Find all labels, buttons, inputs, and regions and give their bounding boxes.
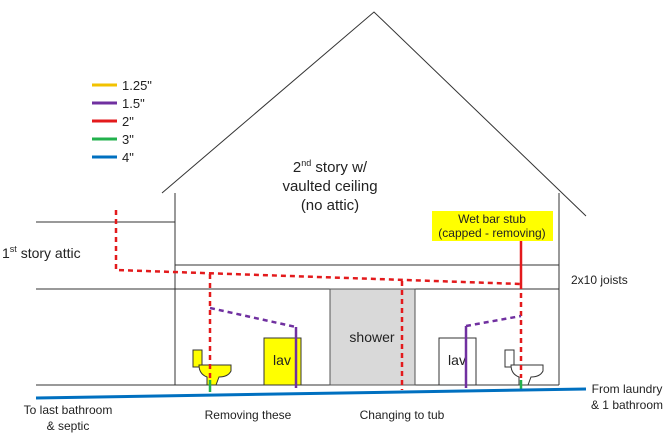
removing-these-label: Removing these: [205, 408, 292, 422]
legend-label-2: 2": [122, 114, 134, 129]
wet-bar-box: [432, 211, 553, 241]
lav-right-vent: [465, 314, 522, 328]
second-story-label-line3: (no attic): [301, 197, 359, 214]
to-last-bathroom-label-line1: To last bathroom: [24, 403, 113, 417]
roof: [161, 11, 587, 217]
shower-label: shower: [349, 329, 394, 345]
legend-label-0: 1.25": [122, 78, 152, 93]
toilet-left-icon: [192, 349, 232, 386]
lav-right-fixture: [438, 337, 477, 386]
legend: 1.25" 1.5" 2" 3" 4": [92, 78, 152, 165]
toilet-drains-3in: [208, 380, 523, 392]
to-last-bathroom-label-line2: & septic: [47, 419, 90, 433]
lav-drains-1-5in: [209, 306, 522, 388]
second-story-label-line1: 2nd story w/: [293, 158, 368, 176]
lav-left-vent: [209, 306, 297, 329]
legend-label-3: 3": [122, 132, 134, 147]
main-vent-run: [114, 210, 522, 286]
lav-right-label: lav: [448, 352, 466, 368]
main-drain-4in: [35, 387, 587, 400]
first-story-attic-label: 1st story attic: [2, 244, 81, 261]
legend-label-1: 1.5": [122, 96, 145, 111]
changing-to-tub-label: Changing to tub: [360, 408, 445, 422]
lav-left-label: lav: [273, 352, 291, 368]
wet-bar-label-line1: Wet bar stub: [458, 212, 526, 226]
toilet-right-icon: [504, 349, 544, 386]
wet-bar-label-line2: (capped - removing): [438, 226, 545, 240]
joists-label: 2x10 joists: [571, 273, 628, 287]
legend-label-4: 4": [122, 150, 134, 165]
from-laundry-label-line2: & 1 bathroom: [591, 398, 663, 412]
from-laundry-label-line1: From laundry: [592, 382, 663, 396]
vent-pipes-2in: [114, 210, 523, 390]
second-story-label-line2: vaulted ceiling: [282, 178, 377, 195]
